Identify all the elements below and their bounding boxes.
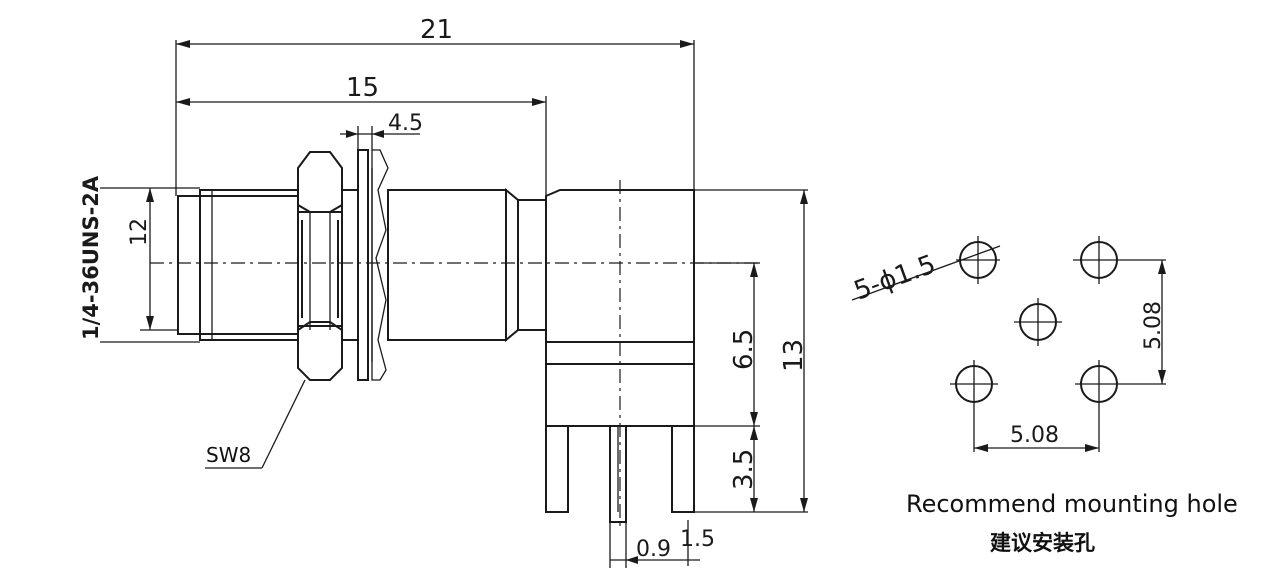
mounting-title-cn: 建议安装孔 <box>990 531 1095 555</box>
dim-total-height: 13 <box>779 339 809 372</box>
wrench-size-label: SW8 <box>206 443 251 467</box>
connector-side-view <box>150 149 760 530</box>
dim-body-length: 15 <box>346 73 379 103</box>
dim-panel-thickness: 4.5 <box>388 111 423 136</box>
dimension-lines <box>100 40 808 568</box>
dim-hole-spacing-horizontal: 5.08 <box>1010 423 1059 448</box>
dim-overall-length: 21 <box>420 15 453 45</box>
dim-thread-diameter: 12 <box>127 218 152 246</box>
mounting-hole-pattern <box>851 236 1166 452</box>
dim-pin-pitch: 0.9 <box>636 537 671 562</box>
mounting-hole-bottom-left <box>950 360 998 452</box>
hole-callout: 5-ϕ1.5 <box>850 250 940 307</box>
mounting-title-en: Recommend mounting hole <box>906 490 1238 518</box>
dim-center-height: 6.5 <box>729 329 759 370</box>
thread-spec-label: 1/4-36UNS-2A <box>79 175 103 340</box>
mounting-hole-top-right <box>1073 236 1166 284</box>
dim-pin-width: 1.5 <box>680 527 715 552</box>
mounting-hole-bottom-right <box>1075 360 1166 452</box>
mounting-hole-center <box>1014 298 1062 346</box>
dim-pin-length: 3.5 <box>729 449 759 490</box>
dim-hole-spacing-vertical: 5.08 <box>1141 301 1166 350</box>
